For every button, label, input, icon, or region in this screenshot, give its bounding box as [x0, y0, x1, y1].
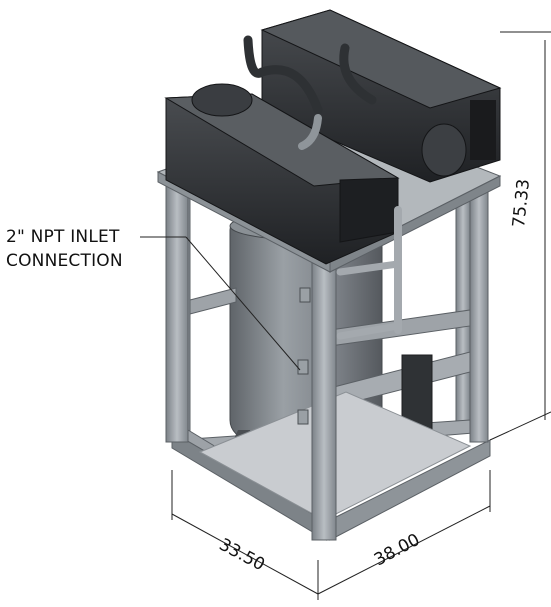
callout-line-2: CONNECTION: [6, 251, 123, 271]
dimension-width-label: 38.00: [371, 530, 423, 571]
frame-front: [165, 179, 489, 541]
dimension-depth-label: 33.50: [216, 535, 268, 576]
inlet-callout: 2" NPT INLET CONNECTION: [6, 225, 123, 273]
dimension-height-label: 75.33: [509, 178, 534, 228]
frame-post-back-right: [455, 187, 471, 429]
vacuum-pump-rear: [260, 9, 502, 183]
frame-post-front-center: [311, 261, 337, 541]
frame-post-front-right: [469, 179, 489, 443]
callout-line-1: 2" NPT INLET: [6, 227, 120, 247]
hoses: [243, 35, 402, 425]
frame-post-front-left: [165, 179, 189, 443]
dimension-lines: [140, 31, 551, 600]
vacuum-pump-front: [164, 83, 400, 265]
